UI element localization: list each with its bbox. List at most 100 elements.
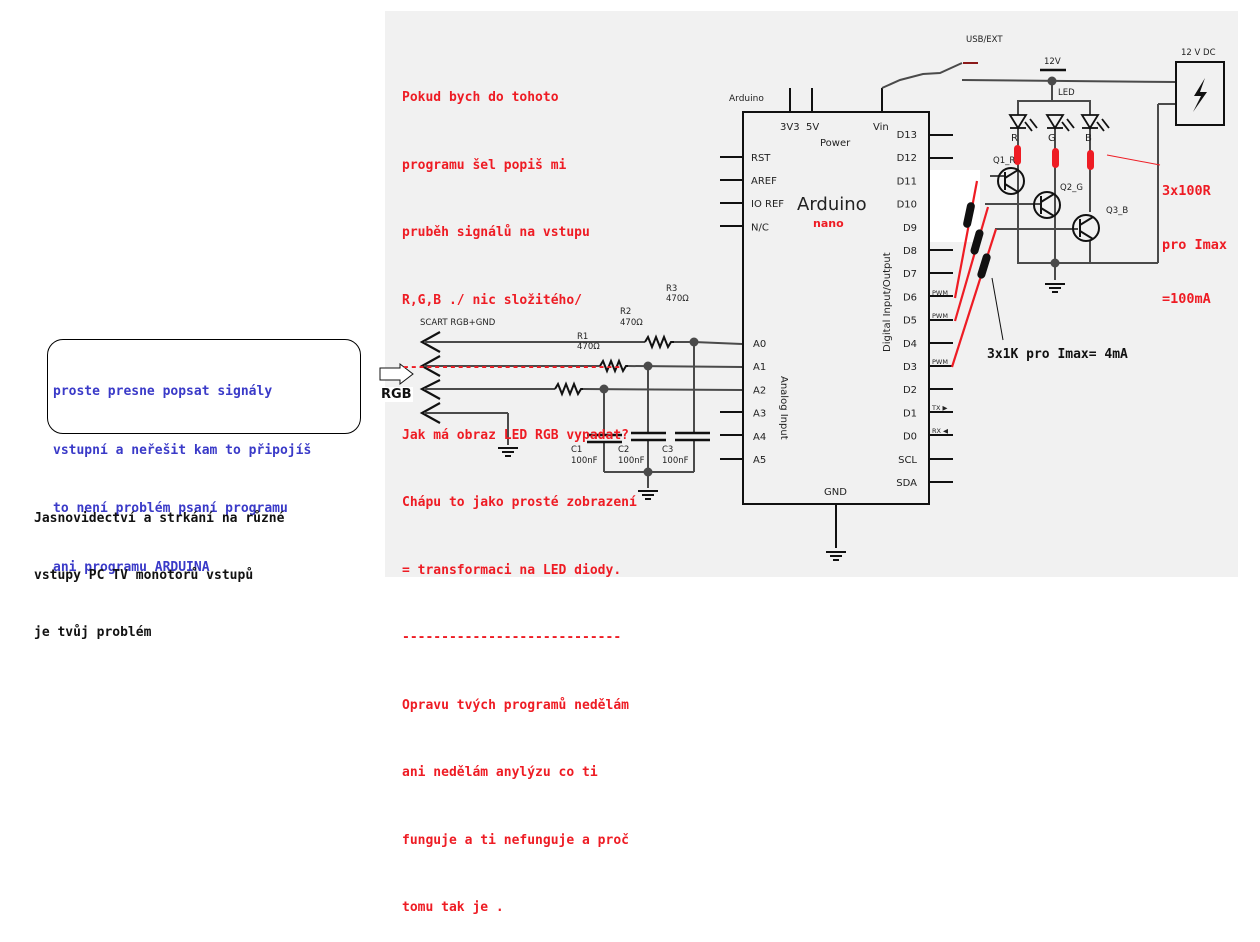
pin-label-d2: D2 bbox=[903, 385, 917, 396]
pin-label-a1: A1 bbox=[753, 362, 766, 373]
pin-label-d10: D10 bbox=[897, 200, 917, 211]
pin-label-d11: D11 bbox=[897, 176, 917, 187]
note-bottom: Jasnovidectví a strkání na různé vstupy … bbox=[34, 471, 284, 661]
pin-label-d1: D1 bbox=[903, 408, 917, 419]
pin-label-a5: A5 bbox=[753, 455, 766, 466]
led-array bbox=[1008, 114, 1110, 132]
pointer-line-red bbox=[1106, 154, 1161, 166]
power-wiring bbox=[881, 62, 1177, 280]
digital-group-label: Digital Input/Output bbox=[882, 252, 893, 352]
schematic-diagram: SCART RGB+GND R1 470Ω R2 470Ω R3 470Ω bbox=[379, 35, 1225, 561]
pin-label-a4: A4 bbox=[753, 432, 766, 443]
ground-symbols bbox=[498, 283, 1065, 561]
scart-label: SCART RGB+GND bbox=[420, 318, 496, 328]
note-line: Jasnovidectví a strkání na různé bbox=[34, 511, 285, 526]
c3-name: C3 bbox=[662, 445, 673, 455]
input-resistors bbox=[554, 334, 674, 397]
ground-icon bbox=[498, 447, 518, 457]
q3-label: Q3_B bbox=[1106, 206, 1128, 216]
tx-label: TX ▶ bbox=[931, 404, 948, 412]
led-label: LED bbox=[1058, 88, 1075, 98]
note-line: ani nedělám anylýzu co ti bbox=[402, 765, 598, 780]
note-line: programu šel popiš mi bbox=[402, 157, 567, 173]
arduino-corner-label: Arduino bbox=[729, 94, 764, 104]
r1-value: 470Ω bbox=[577, 342, 600, 352]
q2-label: Q2_G bbox=[1060, 183, 1083, 193]
switch-label: USB/EXT bbox=[966, 35, 1003, 45]
pointer-line bbox=[991, 277, 1004, 341]
pin-label-ioref: IO REF bbox=[751, 199, 784, 210]
pin-5v: 5V bbox=[806, 122, 819, 133]
ground-icon bbox=[1045, 283, 1065, 293]
pin-label-d4: D4 bbox=[903, 339, 917, 350]
q1-label: Q1_R bbox=[993, 156, 1015, 166]
scart-arrow-r bbox=[419, 331, 441, 353]
pin-label-scl: SCL bbox=[898, 455, 917, 466]
note-line: ---------------------------- bbox=[402, 360, 622, 375]
base-resistors bbox=[963, 202, 991, 279]
transistor-q2-icon bbox=[1033, 191, 1061, 219]
scart-arrow-g bbox=[419, 355, 441, 377]
r2-value: 470Ω bbox=[620, 318, 643, 328]
transistors bbox=[997, 167, 1100, 242]
resistor-r1 bbox=[644, 334, 674, 350]
led-b-icon bbox=[1080, 114, 1110, 132]
arduino-body bbox=[742, 111, 930, 505]
note-line: tomu tak je . bbox=[402, 900, 504, 915]
pin-label-a2: A2 bbox=[753, 385, 766, 396]
base-wires bbox=[950, 180, 998, 368]
note-line: to není problém psaní programu bbox=[53, 501, 288, 516]
pin-label-d0: D0 bbox=[903, 432, 917, 443]
pwm-d5: PWM bbox=[932, 312, 948, 320]
rgb-arrow-icon bbox=[379, 362, 414, 386]
pin-label-d6: D6 bbox=[903, 292, 917, 303]
resistor-r3 bbox=[554, 381, 583, 397]
r3-name: R3 bbox=[666, 284, 677, 294]
note-led-resistors: 3x100R pro Imax =100mA bbox=[1162, 146, 1227, 326]
ground-icon bbox=[638, 490, 658, 500]
resistor-r2 bbox=[599, 358, 628, 374]
led-r-icon bbox=[1008, 114, 1038, 132]
pin-label-d7: D7 bbox=[903, 269, 917, 280]
note-line: proste presne popsat signály bbox=[53, 384, 273, 399]
arduino-title: Arduino bbox=[797, 194, 867, 215]
scart-arrow-b bbox=[419, 379, 441, 400]
led-r-label: R bbox=[1011, 133, 1018, 144]
c1-value: 100nF bbox=[571, 456, 598, 466]
pin-label-sda: SDA bbox=[896, 478, 917, 489]
dc-supply bbox=[1175, 61, 1225, 126]
pwm-d3: PWM bbox=[932, 358, 948, 366]
note-line: pro Imax bbox=[1162, 237, 1228, 253]
pin-label-d13: D13 bbox=[897, 130, 917, 141]
c2-value: 100nF bbox=[618, 456, 645, 466]
power-group-label: Power bbox=[820, 138, 851, 149]
pin-3v3: 3V3 bbox=[780, 122, 800, 133]
c1-name: C1 bbox=[571, 445, 582, 455]
transistor-q3-icon bbox=[1072, 214, 1100, 242]
r2-name: R2 bbox=[620, 307, 631, 317]
lightning-icon bbox=[1193, 78, 1207, 112]
pwm-d6: PWM bbox=[932, 289, 948, 297]
rx-label: RX ◀ bbox=[932, 427, 948, 435]
note-line: ani programu ARDUINA bbox=[53, 559, 210, 575]
r1-name: R1 bbox=[577, 332, 588, 342]
led-resistors bbox=[1014, 145, 1094, 170]
led-b-label: B bbox=[1085, 133, 1092, 144]
pin-label-rst: RST bbox=[751, 153, 771, 164]
input-capacitors bbox=[587, 431, 710, 444]
note-line: 3x100R bbox=[1162, 183, 1211, 199]
rail-label: 12V bbox=[1044, 57, 1061, 67]
pin-label-d8: D8 bbox=[903, 246, 917, 257]
pin-label-d5: D5 bbox=[903, 316, 917, 327]
note-line: Opravu tvých programů nedělám bbox=[402, 697, 629, 713]
pin-label-d12: D12 bbox=[897, 153, 917, 164]
note-line: funguje a ti nefunguje a proč bbox=[402, 832, 629, 848]
note-line: je tvůj problém bbox=[34, 625, 152, 640]
r3-value: 470Ω bbox=[666, 294, 689, 304]
ground-icon bbox=[826, 551, 846, 561]
note-line: R,G,B ./ nic složitého/ bbox=[402, 292, 583, 308]
pin-label-nc: N/C bbox=[751, 222, 769, 233]
note-bubble-text: proste presne popsat signály vstupní a n… bbox=[53, 343, 311, 597]
c3-value: 100nF bbox=[662, 456, 689, 466]
note-line: Pokud bych do tohoto bbox=[402, 90, 559, 105]
